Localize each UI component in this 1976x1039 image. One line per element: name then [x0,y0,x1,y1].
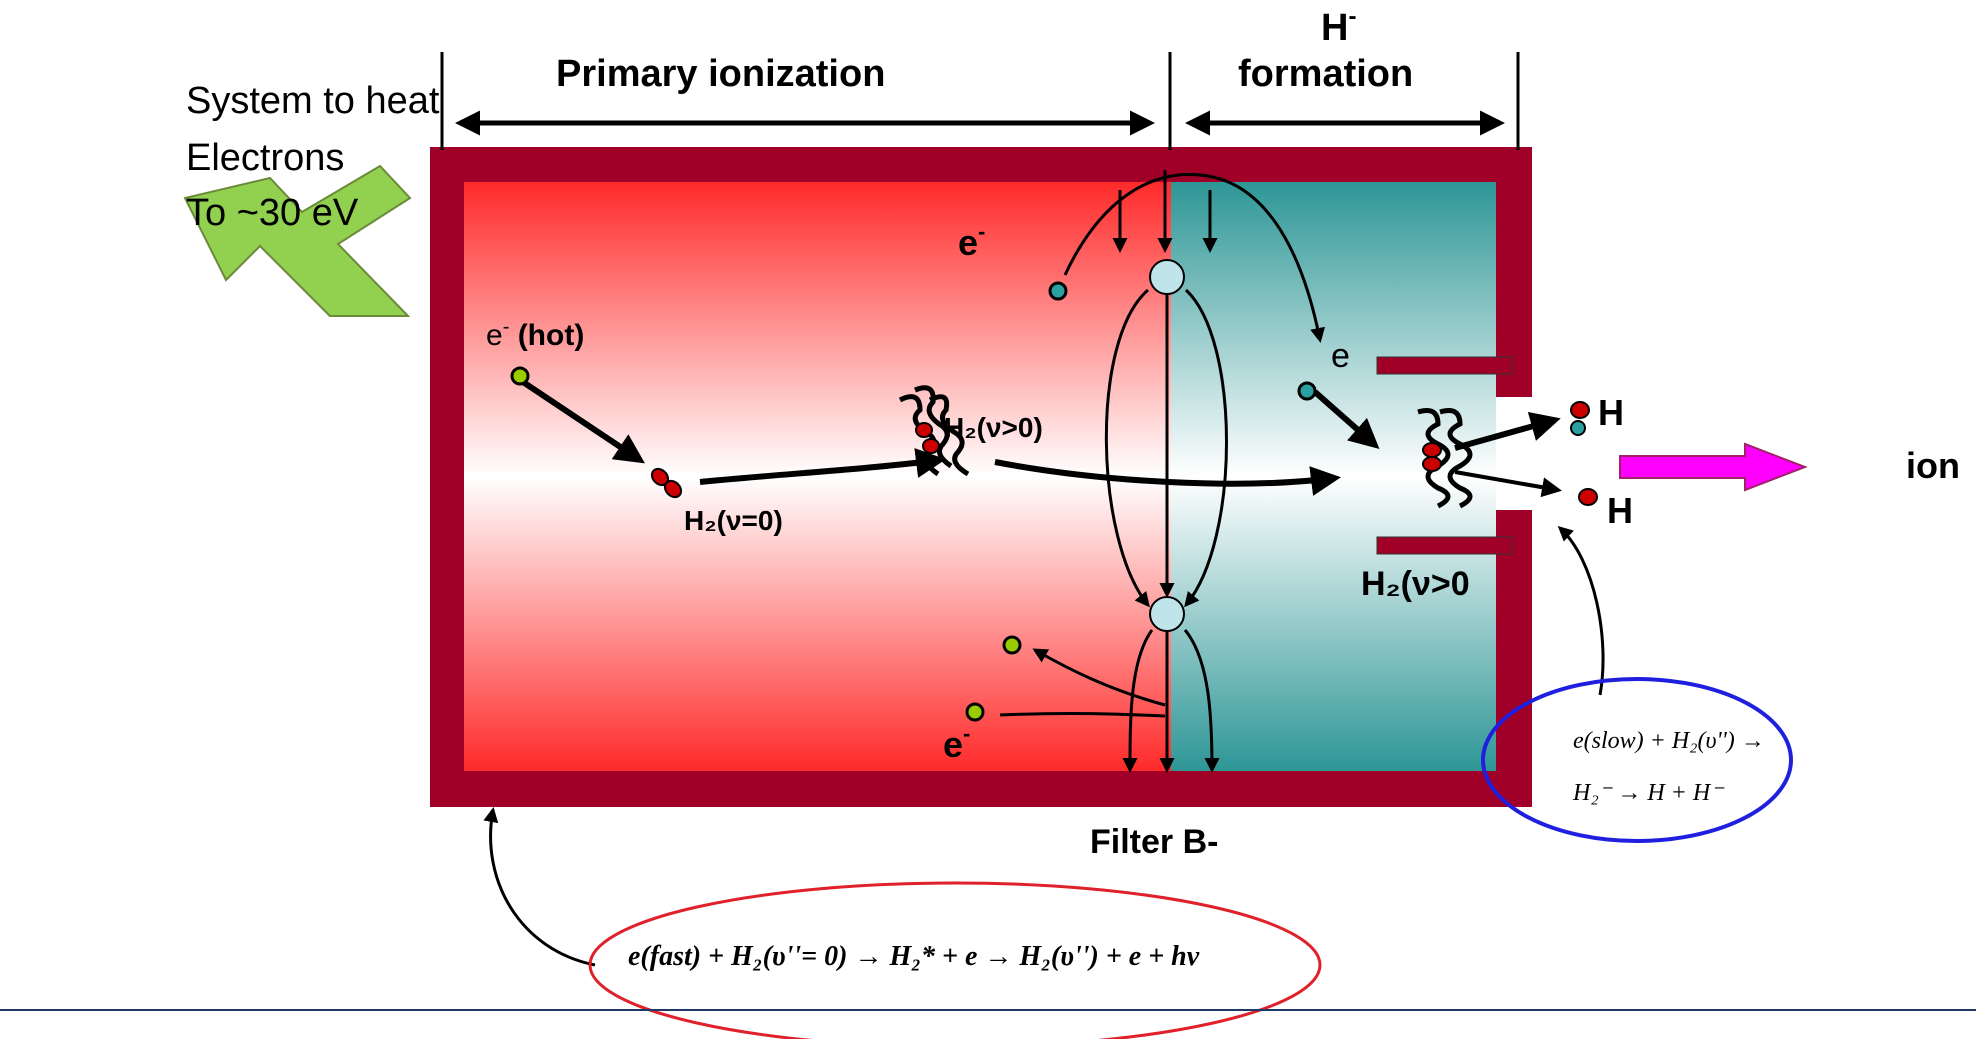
interaction-lines [483,170,1605,967]
electrode-plate-bottom [1376,536,1513,555]
electron-bottom-label: e- [943,721,970,765]
electron-bottom-left [1002,635,1022,655]
h2-ground-label: H₂(ν=0) [684,505,783,536]
filter-label: Filter B- [1090,823,1218,861]
primary-ionization-label: Primary ionization [556,53,885,95]
heat-label-line1: System to heat [186,80,440,122]
h-atom-single [1578,488,1598,506]
electron-top-label: e- [958,219,985,263]
fast-equation: e(fast) + H₂(υ''= 0) → H₂* + e → H₂(υ'')… [628,941,1200,972]
slow-equation-line2: H₂⁻ → H + H⁻ [1572,780,1725,806]
collision-point-bottom [1149,596,1185,632]
electron-hot-label: e- (hot) [486,316,584,352]
heat-label-line2: Electrons [186,137,344,179]
h-upper-label: H [1598,392,1624,433]
slow-equation-line1: e(slow) + H₂(υ'') → [1573,728,1765,754]
ion-label: ion [1906,445,1960,486]
ion-beam-arrow [1619,442,1808,492]
electron-top [1048,281,1068,301]
formation-label: formation [1238,53,1413,95]
hminus-label: H- [1321,3,1356,49]
collision-point-top [1149,259,1185,295]
slow-process-ellipse [1481,677,1793,843]
h2-vibrational-right-label: H₂(ν>0 [1361,565,1470,603]
hot-region [464,182,1171,771]
heating-arrow [183,164,412,317]
heat-label-line3: To ~30 eV [186,192,359,234]
electron-hot [510,366,530,386]
electrode-plate-top [1376,356,1513,375]
electron-right [1297,381,1317,401]
electron-right-label: e [1331,337,1350,375]
exit-aperture [1496,397,1532,510]
h-atom-pair [1570,401,1590,436]
h2-vibrational-mid-label: H₂(ν>0) [944,412,1043,443]
dimension-markers [440,52,1520,150]
h2-molecule-vibrating-right [1417,408,1473,509]
h2-molecule-ground [650,467,683,499]
h-lower-label: H [1607,490,1633,531]
electron-bottom [965,702,985,722]
h2-molecule-vibrating [898,385,970,477]
fast-process-ellipse [588,881,1322,1039]
